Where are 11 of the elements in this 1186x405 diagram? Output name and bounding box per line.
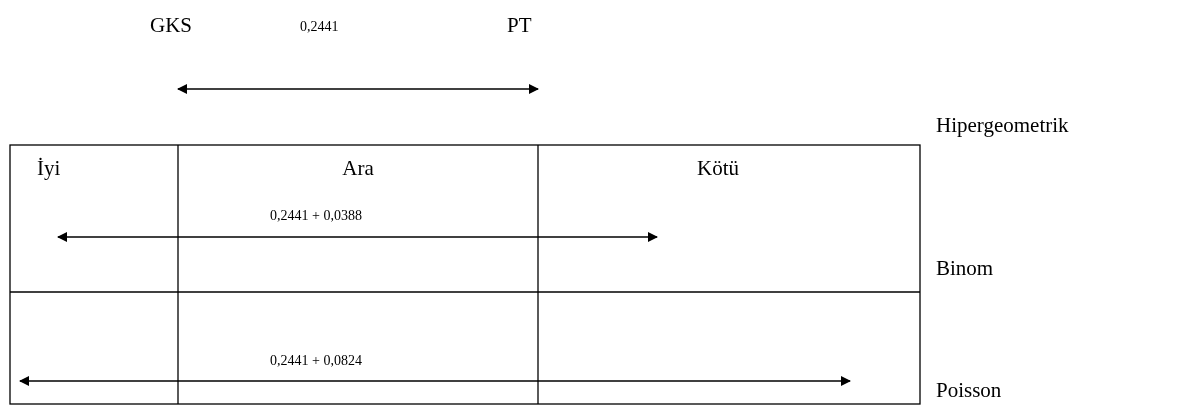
distribution-label: Poisson (936, 378, 1002, 402)
threshold-value: 0,2441 (300, 19, 339, 34)
range-end-label: GKS (150, 13, 192, 37)
column-header: İyi (37, 156, 61, 180)
distribution-label: Hipergeometrik (936, 113, 1069, 137)
column-header: Ara (342, 156, 374, 180)
range-value: 0,2441 + 0,0388 (270, 208, 362, 223)
column-header: Kötü (697, 156, 739, 180)
range-end-label: PT (507, 13, 532, 37)
distribution-label: Binom (936, 256, 994, 280)
range-value: 0,2441 + 0,0824 (270, 353, 362, 368)
